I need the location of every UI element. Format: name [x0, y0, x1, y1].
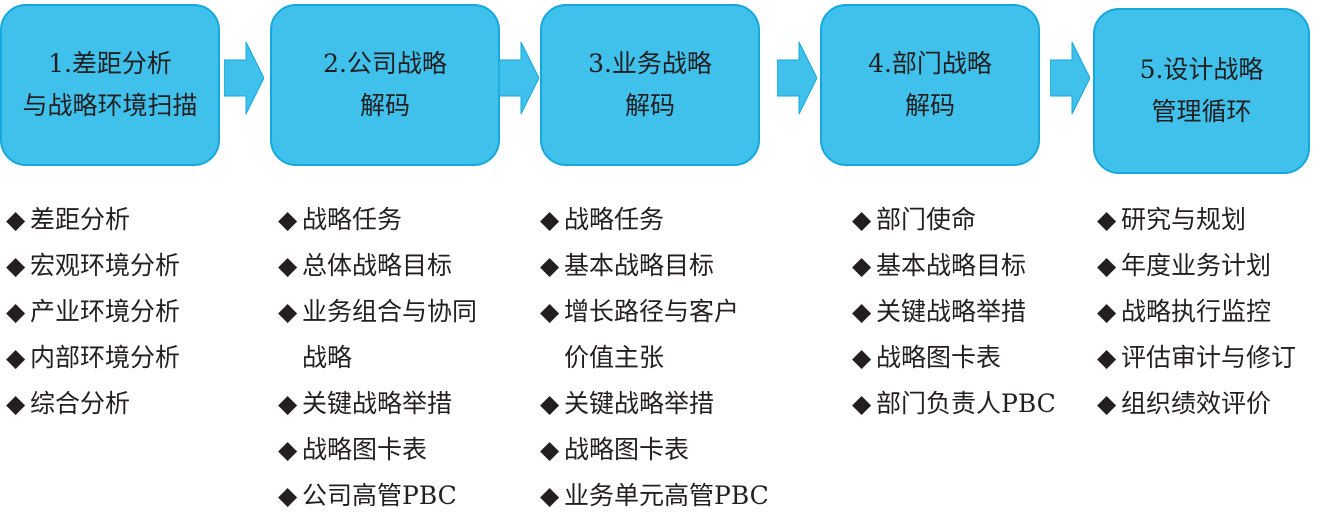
diamond-bullet-icon: ◆ — [852, 251, 872, 280]
diamond-bullet-icon: ◆ — [540, 389, 560, 418]
diamond-bullet-icon: ◆ — [852, 343, 872, 372]
list-item: ◆基本战略目标 — [852, 243, 1056, 289]
step-4-title-line2: 解码 — [904, 91, 955, 120]
list-item: ◆战略图卡表 — [540, 427, 769, 473]
diamond-bullet-icon: ◆ — [278, 205, 298, 234]
diamond-bullet-icon: ◆ — [6, 389, 26, 418]
list-item: ◆战略执行监控 — [1097, 289, 1296, 335]
list-item: ◆战略图卡表 — [852, 335, 1056, 381]
diamond-bullet-icon: ◆ — [1097, 297, 1117, 326]
list-item: ◆研究与规划 — [1097, 197, 1296, 243]
diamond-bullet-icon: ◆ — [1097, 389, 1117, 418]
list-item: ◆差距分析 — [6, 197, 180, 243]
diamond-bullet-icon: ◆ — [540, 481, 560, 510]
diamond-bullet-icon: ◆ — [278, 435, 298, 464]
list-item: ◆增长路径与客户 — [540, 289, 769, 335]
list-item: ◆年度业务计划 — [1097, 243, 1296, 289]
diamond-bullet-icon: ◆ — [852, 389, 872, 418]
step-3-title-line2: 解码 — [624, 91, 675, 120]
step-box-2: 2.公司战略 解码 — [270, 4, 500, 166]
arrow-right-icon — [777, 41, 817, 115]
diamond-bullet-icon: ◆ — [1097, 205, 1117, 234]
list-item: ◆战略任务 — [540, 197, 769, 243]
list-item: ◆评估审计与修订 — [1097, 335, 1296, 381]
diamond-bullet-icon: ◆ — [6, 297, 26, 326]
diamond-bullet-icon: ◆ — [1097, 343, 1117, 372]
diamond-bullet-icon: ◆ — [540, 205, 560, 234]
step-4-task-list: ◆部门使命 ◆基本战略目标 ◆关键战略举措 ◆战略图卡表 ◆部门负责人PBC — [852, 197, 1056, 427]
list-item: ◆关键战略举措 — [278, 381, 477, 427]
diamond-bullet-icon: ◆ — [278, 389, 298, 418]
list-item: ◆战略任务 — [278, 197, 477, 243]
step-box-5: 5.设计战略 管理循环 — [1093, 8, 1310, 174]
diamond-bullet-icon: ◆ — [540, 297, 560, 326]
step-4-title-line1: 4.部门战略 — [868, 49, 992, 78]
diamond-bullet-icon: ◆ — [1097, 251, 1117, 280]
list-item: ◆战略图卡表 — [278, 427, 477, 473]
step-5-title-line1: 5.设计战略 — [1139, 55, 1264, 84]
list-item: ◆公司高管PBC — [278, 473, 477, 519]
diamond-bullet-icon: ◆ — [278, 481, 298, 510]
diamond-bullet-icon: ◆ — [6, 251, 26, 280]
list-item: ◆业务单元高管PBC — [540, 473, 769, 519]
step-box-1: 1.差距分析 与战略环境扫描 — [0, 4, 220, 166]
step-3-title-line1: 3.业务战略 — [588, 49, 712, 78]
diamond-bullet-icon: ◆ — [540, 435, 560, 464]
list-item: ◆业务组合与协同 — [278, 289, 477, 335]
list-item: ◆宏观环境分析 — [6, 243, 180, 289]
step-box-4: 4.部门战略 解码 — [820, 4, 1040, 166]
diamond-bullet-icon: ◆ — [6, 205, 26, 234]
list-item: ◆内部环境分析 — [6, 335, 180, 381]
step-2-task-list: ◆战略任务 ◆总体战略目标 ◆业务组合与协同 战略 ◆关键战略举措 ◆战略图卡表… — [278, 197, 477, 519]
step-1-title-line2: 与战略环境扫描 — [22, 91, 198, 120]
list-item: ◆关键战略举措 — [852, 289, 1056, 335]
list-item: ◆基本战略目标 — [540, 243, 769, 289]
step-5-task-list: ◆研究与规划 ◆年度业务计划 ◆战略执行监控 ◆评估审计与修订 ◆组织绩效评价 — [1097, 197, 1296, 427]
diamond-bullet-icon: ◆ — [852, 205, 872, 234]
list-item-continuation: 价值主张 — [564, 343, 665, 372]
list-item: ◆组织绩效评价 — [1097, 381, 1296, 427]
arrow-right-icon — [499, 41, 539, 115]
list-item: ◆部门使命 — [852, 197, 1056, 243]
diamond-bullet-icon: ◆ — [278, 251, 298, 280]
arrow-right-icon — [224, 41, 264, 115]
step-3-task-list: ◆战略任务 ◆基本战略目标 ◆增长路径与客户 价值主张 ◆关键战略举措 ◆战略图… — [540, 197, 769, 519]
list-item-continuation: 战略 — [302, 343, 353, 372]
arrow-right-icon — [1050, 41, 1090, 115]
step-1-title-line1: 1.差距分析 — [48, 49, 172, 78]
diamond-bullet-icon: ◆ — [278, 297, 298, 326]
step-1-task-list: ◆差距分析 ◆宏观环境分析 ◆产业环境分析 ◆内部环境分析 ◆综合分析 — [6, 197, 180, 427]
diamond-bullet-icon: ◆ — [540, 251, 560, 280]
list-item: ◆总体战略目标 — [278, 243, 477, 289]
step-2-title-line1: 2.公司战略 — [323, 49, 447, 78]
step-box-3: 3.业务战略 解码 — [540, 4, 760, 166]
list-item: ◆产业环境分析 — [6, 289, 180, 335]
diamond-bullet-icon: ◆ — [852, 297, 872, 326]
list-item: ◆部门负责人PBC — [852, 381, 1056, 427]
list-item: ◆关键战略举措 — [540, 381, 769, 427]
list-item: ◆综合分析 — [6, 381, 180, 427]
diamond-bullet-icon: ◆ — [6, 343, 26, 372]
step-5-title-line2: 管理循环 — [1151, 97, 1252, 126]
step-2-title-line2: 解码 — [359, 91, 410, 120]
